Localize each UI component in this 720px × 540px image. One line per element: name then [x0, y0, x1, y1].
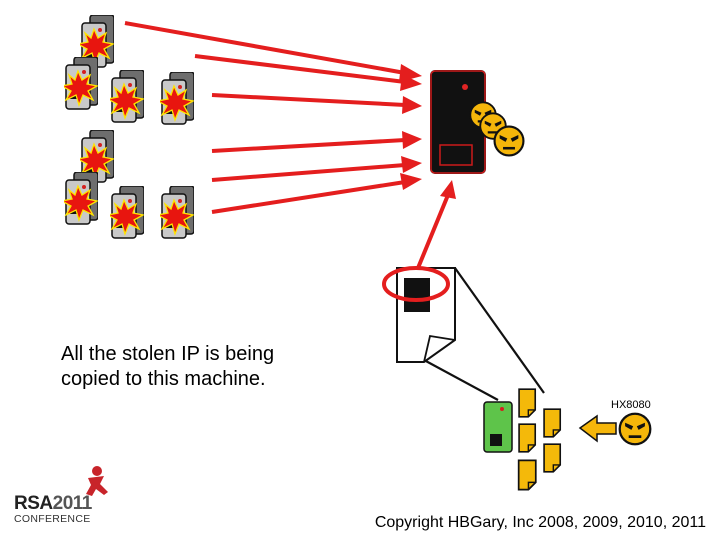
- arrow: [416, 194, 450, 269]
- document-icon: [518, 388, 537, 418]
- malware-face-icon: [493, 125, 525, 157]
- arrow: [211, 180, 406, 214]
- arrow: [211, 138, 406, 153]
- rsa-logo-subtitle: CONFERENCE: [14, 513, 91, 525]
- arrow: [124, 21, 406, 75]
- rsa-logo-year: 2011: [52, 493, 93, 514]
- arrowhead: [440, 180, 456, 199]
- document-icon: [517, 459, 537, 491]
- malware-tag-label: HX8080: [611, 399, 651, 411]
- infected-computer-icon: [160, 72, 194, 125]
- arrow: [194, 54, 406, 84]
- arrowhead: [401, 156, 422, 173]
- infected-computer-icon: [64, 172, 98, 225]
- copyright-text: Copyright HBGary, Inc 2008, 2009, 2010, …: [374, 514, 706, 531]
- rsa-logo: RSA2011: [14, 493, 92, 515]
- rsa-logo-figure: [86, 466, 108, 496]
- large-document-icon: [382, 266, 456, 363]
- document-icon: [543, 408, 562, 438]
- arrowhead: [402, 96, 422, 114]
- infected-computer-icon: [110, 186, 144, 239]
- green-computer-icon: [483, 401, 513, 453]
- zoom-lines: [423, 267, 545, 401]
- document-icon: [543, 443, 562, 473]
- arrow: [211, 163, 406, 182]
- infected-computer-icon: [110, 70, 144, 123]
- document-icon: [518, 423, 537, 453]
- slide-caption: All the stolen IP is being copied to thi…: [61, 343, 275, 390]
- infected-computer-icon: [160, 186, 194, 239]
- collection-server: [430, 70, 486, 174]
- arrowhead: [402, 131, 422, 149]
- infected-computer-icon: [64, 57, 98, 110]
- malware-face-icon: [618, 412, 652, 446]
- infected-computers-cluster-bottom: [64, 130, 194, 239]
- arrow: [211, 93, 406, 107]
- stolen-documents-cluster: [517, 388, 562, 491]
- rsa-logo-brand: RSA: [14, 493, 53, 514]
- arrowhead: [400, 173, 422, 190]
- highlight-ring: [382, 266, 450, 302]
- arrowhead: [400, 74, 422, 91]
- yellow-arrow-icon: [578, 414, 617, 443]
- exfiltration-arrows: [124, 21, 450, 269]
- arrowheads: [399, 64, 456, 199]
